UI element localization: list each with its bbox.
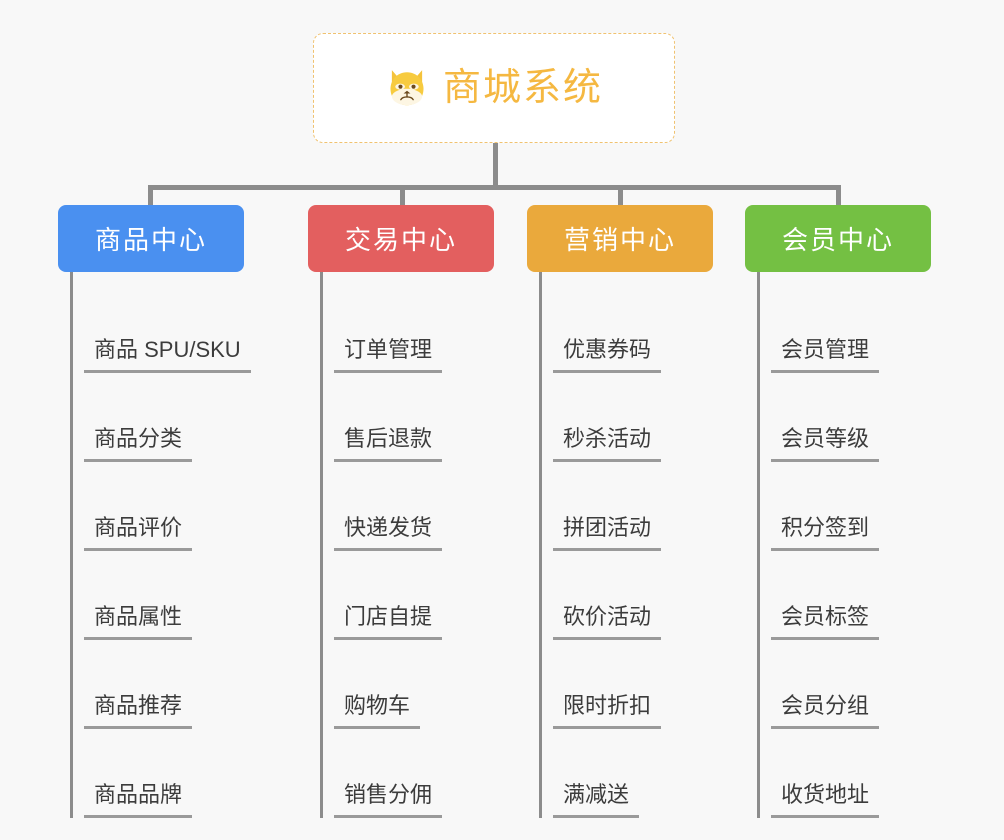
branch-item[interactable]: 订单管理: [308, 284, 494, 373]
branch-item-label: 砍价活动: [553, 606, 662, 640]
branch-item[interactable]: 会员等级: [745, 373, 931, 462]
branch-item-list: 优惠券码秒杀活动拼团活动砍价活动限时折扣满减送: [527, 272, 713, 818]
branch-item[interactable]: 拼团活动: [527, 462, 713, 551]
branch-item-label: 订单管理: [334, 339, 443, 373]
branch-item-label: 积分签到: [771, 517, 880, 551]
branch-item-label: 会员标签: [771, 606, 880, 640]
branch-item-label: 优惠券码: [553, 339, 662, 373]
branch-item[interactable]: 优惠券码: [527, 284, 713, 373]
branch-item-label: 会员管理: [771, 339, 880, 373]
branch-item-label: 限时折扣: [553, 695, 662, 729]
branch-item-list: 商品 SPU/SKU 商品分类商品评价商品属性商品推荐商品品牌: [58, 272, 251, 818]
branch-item-list: 会员管理会员等级积分签到会员标签会员分组收货地址: [745, 272, 931, 818]
shiba-dog-face-icon: [390, 70, 424, 106]
branch-item-label: 商品 SPU/SKU: [84, 339, 251, 373]
branch-item[interactable]: 购物车: [308, 640, 494, 729]
branch-item[interactable]: 商品推荐: [58, 640, 244, 729]
branch-item-label: 满减送: [553, 784, 640, 818]
connector-drop-3: [618, 185, 623, 207]
branch-item[interactable]: 门店自提: [308, 551, 494, 640]
branch-item-label: 商品品牌: [84, 784, 193, 818]
branch-column: 商品中心商品 SPU/SKU 商品分类商品评价商品属性商品推荐商品品牌: [58, 205, 251, 818]
branch-item-label: 收货地址: [771, 784, 880, 818]
branch-item[interactable]: 商品 SPU/SKU: [58, 284, 251, 373]
branch-trunk-line: [70, 272, 73, 818]
branch-item[interactable]: 商品属性: [58, 551, 244, 640]
branch-item-label: 会员分组: [771, 695, 880, 729]
branch-item[interactable]: 商品品牌: [58, 729, 244, 818]
branch-header[interactable]: 营销中心: [527, 205, 713, 272]
connector-drop-2: [400, 185, 405, 207]
connector-drop-1: [148, 185, 153, 207]
connector-drop-4: [836, 185, 841, 207]
branch-item[interactable]: 收货地址: [745, 729, 931, 818]
branch-item[interactable]: 会员分组: [745, 640, 931, 729]
branch-item-label: 快递发货: [334, 517, 443, 551]
root-node[interactable]: 商城系统: [313, 33, 675, 143]
branch-column: 交易中心订单管理售后退款快递发货门店自提购物车销售分佣: [308, 205, 494, 818]
branch-item[interactable]: 秒杀活动: [527, 373, 713, 462]
branch-item-label: 秒杀活动: [553, 428, 662, 462]
branch-item[interactable]: 会员管理: [745, 284, 931, 373]
branch-item[interactable]: 限时折扣: [527, 640, 713, 729]
branch-item[interactable]: 销售分佣: [308, 729, 494, 818]
root-title: 商城系统: [442, 67, 603, 109]
branch-item-label: 商品推荐: [84, 695, 193, 729]
branch-column: 会员中心会员管理会员等级积分签到会员标签会员分组收货地址: [745, 205, 931, 818]
branch-item[interactable]: 满减送: [527, 729, 713, 818]
branch-item[interactable]: 会员标签: [745, 551, 931, 640]
branch-item-label: 商品分类: [84, 428, 193, 462]
branch-item-label: 门店自提: [334, 606, 443, 640]
branch-column: 营销中心优惠券码秒杀活动拼团活动砍价活动限时折扣满减送: [527, 205, 713, 818]
branch-trunk-line: [320, 272, 323, 818]
branch-item-label: 商品属性: [84, 606, 193, 640]
branch-trunk-line: [539, 272, 542, 818]
connector-root-stem: [493, 143, 498, 188]
branch-header[interactable]: 交易中心: [308, 205, 494, 272]
branch-item-label: 售后退款: [334, 428, 443, 462]
branch-item-label: 会员等级: [771, 428, 880, 462]
branch-item-label: 拼团活动: [553, 517, 662, 551]
branch-header[interactable]: 会员中心: [745, 205, 931, 272]
branch-item[interactable]: 砍价活动: [527, 551, 713, 640]
branch-trunk-line: [757, 272, 760, 818]
branch-item[interactable]: 售后退款: [308, 373, 494, 462]
branch-item[interactable]: 快递发货: [308, 462, 494, 551]
branch-item-label: 商品评价: [84, 517, 193, 551]
connector-horizontal-bar: [148, 185, 841, 190]
branch-header[interactable]: 商品中心: [58, 205, 244, 272]
branch-item-label: 购物车: [334, 695, 421, 729]
branch-item[interactable]: 商品分类: [58, 373, 244, 462]
branch-item[interactable]: 商品评价: [58, 462, 244, 551]
branch-item[interactable]: 积分签到: [745, 462, 931, 551]
branch-item-list: 订单管理售后退款快递发货门店自提购物车销售分佣: [308, 272, 494, 818]
branch-item-label: 销售分佣: [334, 784, 443, 818]
